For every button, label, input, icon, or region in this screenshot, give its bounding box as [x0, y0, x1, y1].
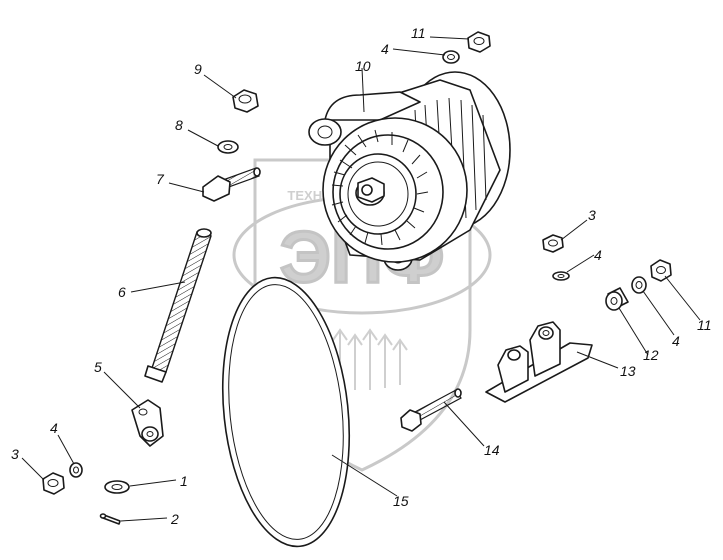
part-washer-1 [104, 480, 130, 494]
label-15: 15 [393, 493, 409, 509]
label-1: 1 [180, 473, 188, 489]
label-11-right: 11 [697, 317, 712, 333]
label-10: 10 [355, 58, 371, 74]
part-washer-4-right-small [552, 271, 570, 281]
part-washer-4-bottom-left [69, 462, 83, 478]
callout-labels: 1 2 3 3 4 4 4 4 5 6 7 8 9 10 11 11 12 13… [11, 25, 712, 527]
label-9: 9 [194, 61, 202, 77]
label-4-bottom-left: 4 [50, 420, 58, 436]
part-washer-8 [217, 140, 239, 154]
label-3-right: 3 [588, 207, 596, 223]
label-2: 2 [170, 511, 179, 527]
leader-lines [21, 36, 701, 522]
part-nut-3-right [542, 234, 564, 253]
label-7: 7 [156, 171, 165, 187]
part-nut-11-right [650, 259, 672, 282]
label-12: 12 [643, 347, 659, 363]
part-washer-4-right [631, 276, 647, 294]
part-bushing-12 [605, 287, 629, 311]
part-bracket-5 [131, 399, 164, 447]
part-bracket-13 [485, 321, 593, 403]
part-cotter-pin-2 [99, 513, 121, 525]
part-nut-11-top [467, 31, 491, 53]
part-bolt-7 [202, 167, 261, 202]
part-generator [308, 71, 511, 271]
part-nut-3-bottom-left [42, 472, 65, 495]
label-3-left: 3 [11, 446, 19, 462]
label-4-right-small: 4 [594, 247, 602, 263]
label-4-top: 4 [381, 41, 389, 57]
label-14: 14 [484, 442, 500, 458]
part-nut-9 [232, 89, 259, 113]
label-4-right: 4 [672, 333, 680, 349]
label-11-top: 11 [411, 25, 426, 41]
label-8: 8 [175, 117, 183, 133]
part-washer-4-top [442, 50, 460, 64]
label-6: 6 [118, 284, 126, 300]
label-13: 13 [620, 363, 636, 379]
part-belt [221, 276, 351, 548]
label-5: 5 [94, 359, 102, 375]
part-stud [144, 228, 212, 383]
part-bolt-14 [400, 388, 462, 432]
